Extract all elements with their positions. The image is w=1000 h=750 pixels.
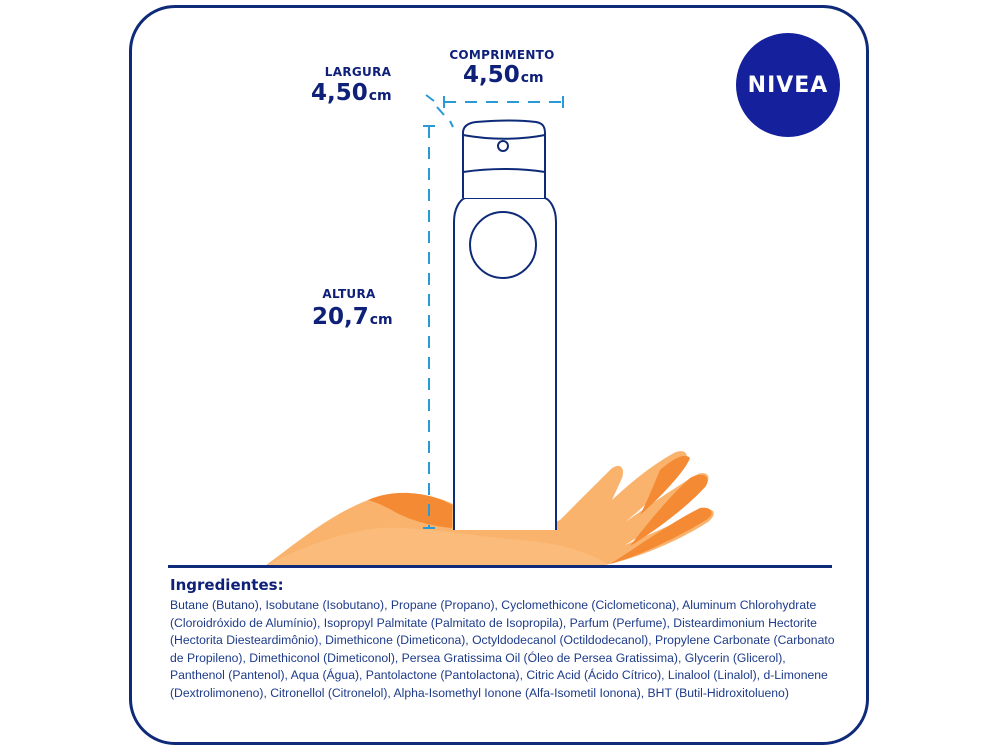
logo-text: NIVEA <box>747 72 829 98</box>
largura-number: 4,50 <box>311 80 368 106</box>
comprimento-unit: cm <box>520 70 544 86</box>
section-divider <box>168 565 832 568</box>
largura-unit: cm <box>368 88 392 104</box>
comprimento-number: 4,50 <box>463 62 520 88</box>
product-card-border <box>129 5 869 745</box>
hand-illustration <box>265 451 714 566</box>
largura-label: LARGURA <box>324 65 392 79</box>
altura-unit: cm <box>369 312 393 328</box>
ingredients-list: Butane (Butano), Isobutane (Isobutano), … <box>170 598 835 700</box>
largura-value: 4,50cm <box>311 80 392 106</box>
altura-number: 20,7 <box>312 304 369 330</box>
comprimento-label: COMPRIMENTO <box>449 48 555 62</box>
altura-label: ALTURA <box>322 287 376 301</box>
spray-bottle-illustration <box>453 119 557 530</box>
comprimento-value: 4,50cm <box>463 62 544 88</box>
altura-value: 20,7cm <box>312 304 393 330</box>
ingredients-title: Ingredientes: <box>170 576 284 594</box>
nivea-logo: NIVEA <box>736 33 840 137</box>
dimension-lines <box>423 94 564 529</box>
